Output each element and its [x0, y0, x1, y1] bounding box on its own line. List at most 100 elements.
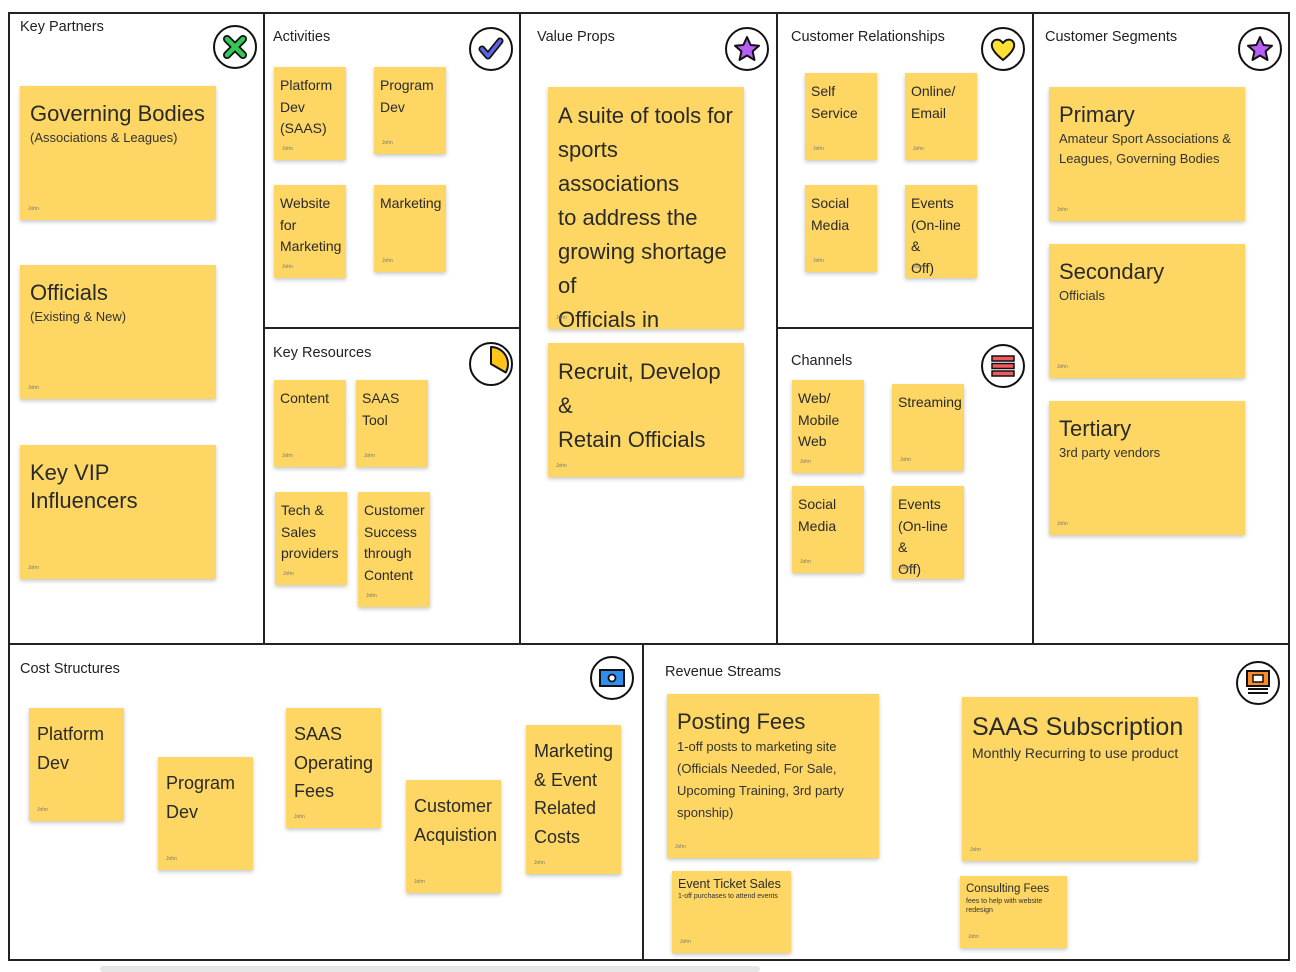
sticky-note[interactable]: Content John [274, 380, 346, 467]
note-author: John [28, 565, 39, 571]
note-author: John [366, 593, 377, 599]
note-author: John [283, 571, 294, 577]
note-text: Customer Success through Content [364, 502, 425, 583]
note-text: Self Service [811, 83, 858, 121]
sticky-note[interactable]: Program Dev John [158, 757, 253, 870]
sticky-note[interactable]: Customer Success through Content John [358, 492, 430, 607]
horizontal-scrollbar[interactable] [100, 966, 760, 972]
check-mark-icon [469, 27, 513, 71]
sticky-note[interactable]: Governing Bodies (Associations & Leagues… [20, 86, 216, 220]
note-subtitle: 3rd party vendors [1059, 445, 1161, 460]
note-text: Social Media [811, 195, 850, 233]
note-author: John [37, 807, 48, 813]
sticky-note[interactable]: Key VIP Influencers John [20, 445, 216, 579]
note-author: John [913, 146, 924, 152]
note-text: Online/ Email [911, 83, 956, 121]
sticky-note[interactable]: Secondary Officials John [1049, 244, 1245, 378]
note-title: Primary [1059, 102, 1135, 127]
section-title-customer-relationships: Customer Relationships [791, 29, 945, 45]
sticky-note[interactable]: Program Dev John [374, 67, 446, 154]
sticky-note[interactable]: Marketing John [374, 185, 446, 272]
section-title-value-props: Value Props [537, 29, 615, 45]
sticky-note[interactable]: Recruit, Develop & Retain Officials John [548, 343, 744, 477]
note-author: John [166, 856, 177, 862]
invoice-icon [1236, 661, 1280, 705]
note-title: Secondary [1059, 259, 1165, 284]
sticky-note[interactable]: Consulting Fees fees to help with websit… [960, 876, 1067, 948]
sticky-note[interactable]: Events (On-line & Off) John [892, 486, 964, 579]
note-author: John [680, 939, 691, 945]
sticky-note[interactable]: Self Service John [805, 73, 877, 160]
sticky-note[interactable]: Web/ Mobile Web John [792, 380, 864, 473]
sticky-note[interactable]: Officials (Existing & New) John [20, 265, 216, 399]
sticky-note[interactable]: Tertiary 3rd party vendors John [1049, 401, 1245, 535]
note-title: Tertiary [1059, 416, 1132, 441]
note-text: SAAS Operating Fees [294, 724, 374, 801]
section-title-channels: Channels [791, 353, 853, 369]
note-text: Events (On-line & Off) [898, 496, 948, 577]
x-mark-icon [213, 25, 257, 69]
board-border-left [8, 12, 10, 960]
sticky-note[interactable]: Social Media John [805, 185, 877, 272]
sticky-note[interactable]: Platform Dev John [29, 708, 124, 821]
note-title: Governing Bodies [30, 101, 205, 126]
sticky-note[interactable]: Streaming John [892, 384, 964, 471]
sticky-note[interactable]: Website for Marketing John [274, 185, 346, 278]
section-title-customer-segments: Customer Segments [1045, 29, 1178, 45]
sticky-note[interactable]: Primary Amateur Sport Associations & Lea… [1049, 87, 1245, 221]
sticky-note[interactable]: Posting Fees 1-off posts to marketing si… [667, 694, 879, 858]
section-title-activities: Activities [273, 29, 331, 45]
sticky-note[interactable]: SAAS Subscription Monthly Recurring to u… [962, 697, 1198, 861]
note-author: John [800, 559, 811, 565]
note-author: John [675, 844, 686, 850]
note-subtitle: (Associations & Leagues) [30, 130, 178, 145]
sticky-note[interactable]: SAAS Operating Fees John [286, 708, 381, 828]
sticky-note[interactable]: Social Media John [792, 486, 864, 573]
note-text: Recruit, Develop & Retain Officials [558, 359, 721, 452]
note-subtitle: 1-off purchases to attend events [678, 893, 778, 900]
divider-relationships-channels [776, 327, 1033, 329]
board-border-bottom [8, 959, 1290, 961]
note-author: John [28, 206, 39, 212]
note-author: John [28, 385, 39, 391]
note-author: John [968, 934, 979, 940]
sticky-note[interactable]: Customer Acquistion John [406, 780, 501, 893]
divider-cost-revenue [642, 643, 644, 960]
sticky-note[interactable]: Platform Dev (SAAS) John [274, 67, 346, 160]
note-text: Platform Dev (SAAS) [280, 77, 333, 136]
note-author: John [1057, 207, 1068, 213]
note-text: Program Dev [166, 773, 236, 822]
sticky-note[interactable]: Tech & Sales providers John [275, 492, 347, 585]
note-author: John [900, 457, 911, 463]
note-author: John [900, 565, 911, 571]
note-author: John [970, 847, 981, 853]
sticky-note[interactable]: Online/ Email John [905, 73, 977, 160]
note-author: John [534, 860, 545, 866]
sticky-note[interactable]: Events (On-line & Off) John [905, 185, 977, 278]
sticky-note[interactable]: SAAS Tool John [356, 380, 428, 467]
note-text: SAAS Tool [362, 390, 400, 428]
note-subtitle: Amateur Sport Associations & Leagues, Go… [1059, 131, 1231, 166]
sticky-note[interactable]: Marketing & Event Related Costs John [526, 725, 621, 874]
note-text: Social Media [798, 496, 837, 534]
note-text: Program Dev [380, 77, 434, 115]
note-title: Event Ticket Sales [678, 877, 781, 891]
divider-upper-lower [8, 643, 1290, 645]
note-text: Events (On-line & Off) [911, 195, 961, 276]
sticky-note[interactable]: A suite of tools for sports associations… [548, 87, 744, 329]
star-icon [725, 27, 769, 71]
note-author: John [556, 315, 567, 321]
note-author: John [414, 879, 425, 885]
banknote-icon [590, 656, 634, 700]
pie-chart-icon [469, 342, 513, 386]
sticky-note[interactable]: Event Ticket Sales 1-off purchases to at… [672, 871, 791, 953]
board-border-right [1288, 12, 1290, 960]
section-title-cost-structures: Cost Structures [20, 661, 120, 677]
note-author: John [294, 814, 305, 820]
note-title: Officials [30, 280, 108, 305]
note-author: John [364, 453, 375, 459]
divider-activities-resources [263, 327, 520, 329]
note-text: Marketing [380, 195, 442, 211]
note-text: Tech & Sales providers [281, 502, 339, 561]
note-author: John [282, 453, 293, 459]
